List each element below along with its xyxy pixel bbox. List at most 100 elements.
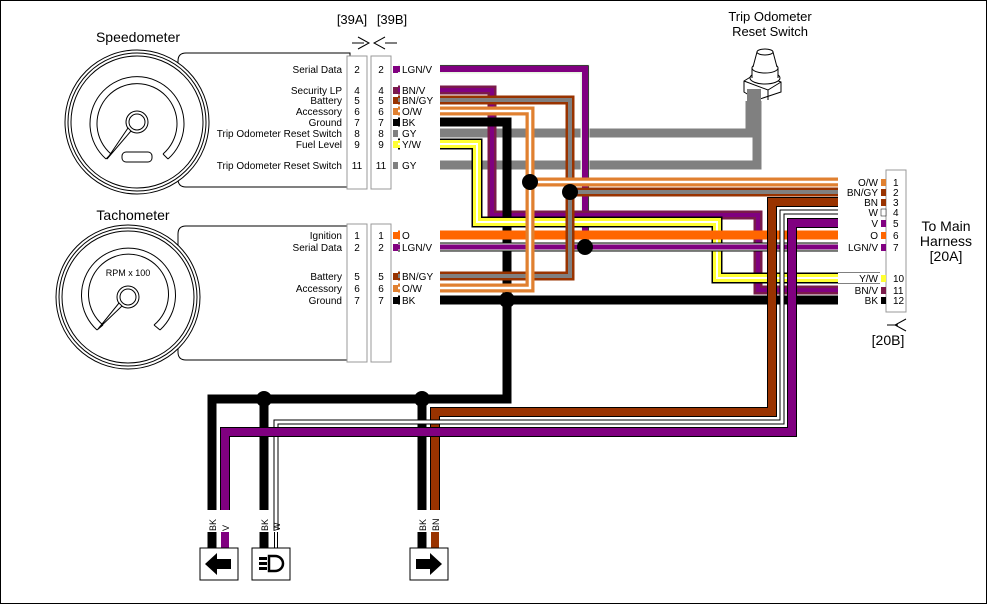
pin-function: Serial Data bbox=[293, 243, 343, 254]
wire-code: BK bbox=[402, 296, 416, 307]
harness-pin-row: LGN/V 7 bbox=[838, 242, 899, 254]
pin-function: Ground bbox=[309, 118, 342, 129]
pin-number: 1 bbox=[893, 178, 899, 189]
wire-color-swatch bbox=[393, 130, 398, 137]
splice-bk-high-beam bbox=[256, 391, 272, 407]
speedometer-needle bbox=[106, 127, 132, 160]
main-harness-connector: To Main Harness [20A] [20B] bbox=[872, 169, 972, 348]
wire-label-w: W bbox=[272, 522, 282, 531]
harness-title-1: To Main bbox=[921, 218, 970, 234]
pin-number-b: 2 bbox=[378, 65, 384, 76]
tach-dial-text: RPM x 100 bbox=[106, 268, 151, 278]
wire-code: LGN/V bbox=[402, 65, 432, 76]
wire-color-swatch bbox=[393, 297, 398, 304]
wire-code: O/W bbox=[402, 107, 423, 118]
pin-number-b: 7 bbox=[378, 296, 384, 307]
right-turn-indicator: BK BN bbox=[409, 518, 449, 581]
wire-code: O bbox=[402, 231, 410, 242]
wire-code: BN/V bbox=[855, 286, 879, 297]
wire-bn-gy-tach bbox=[398, 192, 575, 281]
pin-number-b: 2 bbox=[378, 243, 384, 254]
pin-number: 12 bbox=[893, 296, 905, 307]
wire-label-bn: BN bbox=[431, 518, 441, 531]
wire-y-w bbox=[398, 138, 880, 284]
wire-code: BN/V bbox=[402, 86, 426, 97]
pin-function: Security LP bbox=[291, 86, 342, 97]
pin-function: Serial Data bbox=[293, 65, 343, 76]
pin-number-a: 2 bbox=[354, 243, 360, 254]
wire-code: LGN/V bbox=[848, 243, 878, 254]
wire-color-swatch bbox=[881, 297, 886, 304]
pin-number: 3 bbox=[893, 198, 899, 209]
connector-39a-label: [39A] bbox=[337, 12, 367, 27]
wire-v-left-turn bbox=[220, 218, 880, 510]
splice-bk-tach bbox=[499, 292, 515, 308]
wire-color-swatch bbox=[393, 285, 398, 292]
wire-code: GY bbox=[402, 161, 417, 172]
pin-row: Ignition 1 1 O bbox=[310, 229, 440, 242]
tachometer-needle bbox=[97, 302, 123, 330]
pin-number: 4 bbox=[893, 208, 899, 219]
splice-o-w bbox=[522, 174, 538, 190]
pin-number-a: 6 bbox=[354, 107, 360, 118]
pin-number-b: 1 bbox=[378, 231, 384, 242]
indicator-lamps: BK V BK W BK BN bbox=[199, 518, 449, 581]
pin-row: Accessory 6 6 O/W bbox=[296, 105, 440, 118]
wire-color-swatch bbox=[393, 244, 398, 251]
wire-color-swatch bbox=[881, 287, 886, 294]
pin-number-a: 8 bbox=[354, 129, 360, 140]
wire-color-swatch bbox=[393, 66, 398, 73]
splice-bk-right-turn bbox=[414, 391, 430, 407]
pin-number-a: 7 bbox=[354, 118, 360, 129]
wire-code: BK bbox=[865, 296, 879, 307]
wire-code: W bbox=[869, 208, 879, 219]
pin-function: Ground bbox=[309, 296, 342, 307]
pin-number-b: 6 bbox=[378, 284, 384, 295]
splice-lgn-v bbox=[577, 239, 593, 255]
pin-function: Fuel Level bbox=[296, 140, 342, 151]
connector-39b-tach bbox=[370, 223, 392, 363]
pin-function: Trip Odometer Reset Switch bbox=[217, 161, 342, 172]
wire-color-swatch bbox=[881, 179, 886, 186]
wire-color-swatch bbox=[881, 189, 886, 196]
pin-number-b: 8 bbox=[378, 129, 384, 140]
wire-o-w bbox=[398, 106, 880, 187]
harness-pin-row: BN/GY 2 bbox=[838, 187, 899, 199]
pin-function: Accessory bbox=[296, 107, 342, 118]
wire-color-swatch bbox=[393, 273, 398, 280]
trip-odometer-reset-switch: Trip Odometer Reset Switch bbox=[728, 9, 812, 101]
wire-color-swatch bbox=[393, 232, 398, 239]
wire-color-swatch bbox=[393, 141, 398, 148]
connector-39a-speedo bbox=[346, 55, 368, 190]
harness-title-2: Harness bbox=[920, 233, 972, 249]
pin-number-a: 1 bbox=[354, 231, 360, 242]
wire-color-swatch bbox=[881, 244, 886, 251]
tachometer: Tachometer RPM x 100 bbox=[55, 207, 351, 370]
tachometer-title: Tachometer bbox=[96, 207, 169, 223]
wire-color-swatch bbox=[393, 162, 398, 169]
pin-number-a: 2 bbox=[354, 65, 360, 76]
pin-number: 2 bbox=[893, 188, 899, 199]
splice-points bbox=[256, 174, 593, 407]
wire-code: Y/W bbox=[859, 274, 878, 285]
wire-label-bk: BK bbox=[260, 519, 270, 531]
pin-number-b: 6 bbox=[378, 107, 384, 118]
pin-number-a: 6 bbox=[354, 284, 360, 295]
harness-pin-row: BK 12 bbox=[838, 295, 905, 307]
pin-number-b: 7 bbox=[378, 118, 384, 129]
pin-number-b: 4 bbox=[378, 86, 384, 97]
wire-code: GY bbox=[402, 129, 417, 140]
wire-color-swatch bbox=[393, 97, 398, 104]
wire-code: BN/GY bbox=[847, 188, 878, 199]
wire-color-swatch bbox=[881, 199, 886, 206]
pin-number: 7 bbox=[893, 243, 899, 254]
connector-39b-speedo bbox=[370, 55, 392, 190]
wire-label-bk: BK bbox=[418, 519, 428, 531]
pin-function: Ignition bbox=[310, 231, 342, 242]
wire-bn-v bbox=[398, 85, 880, 295]
